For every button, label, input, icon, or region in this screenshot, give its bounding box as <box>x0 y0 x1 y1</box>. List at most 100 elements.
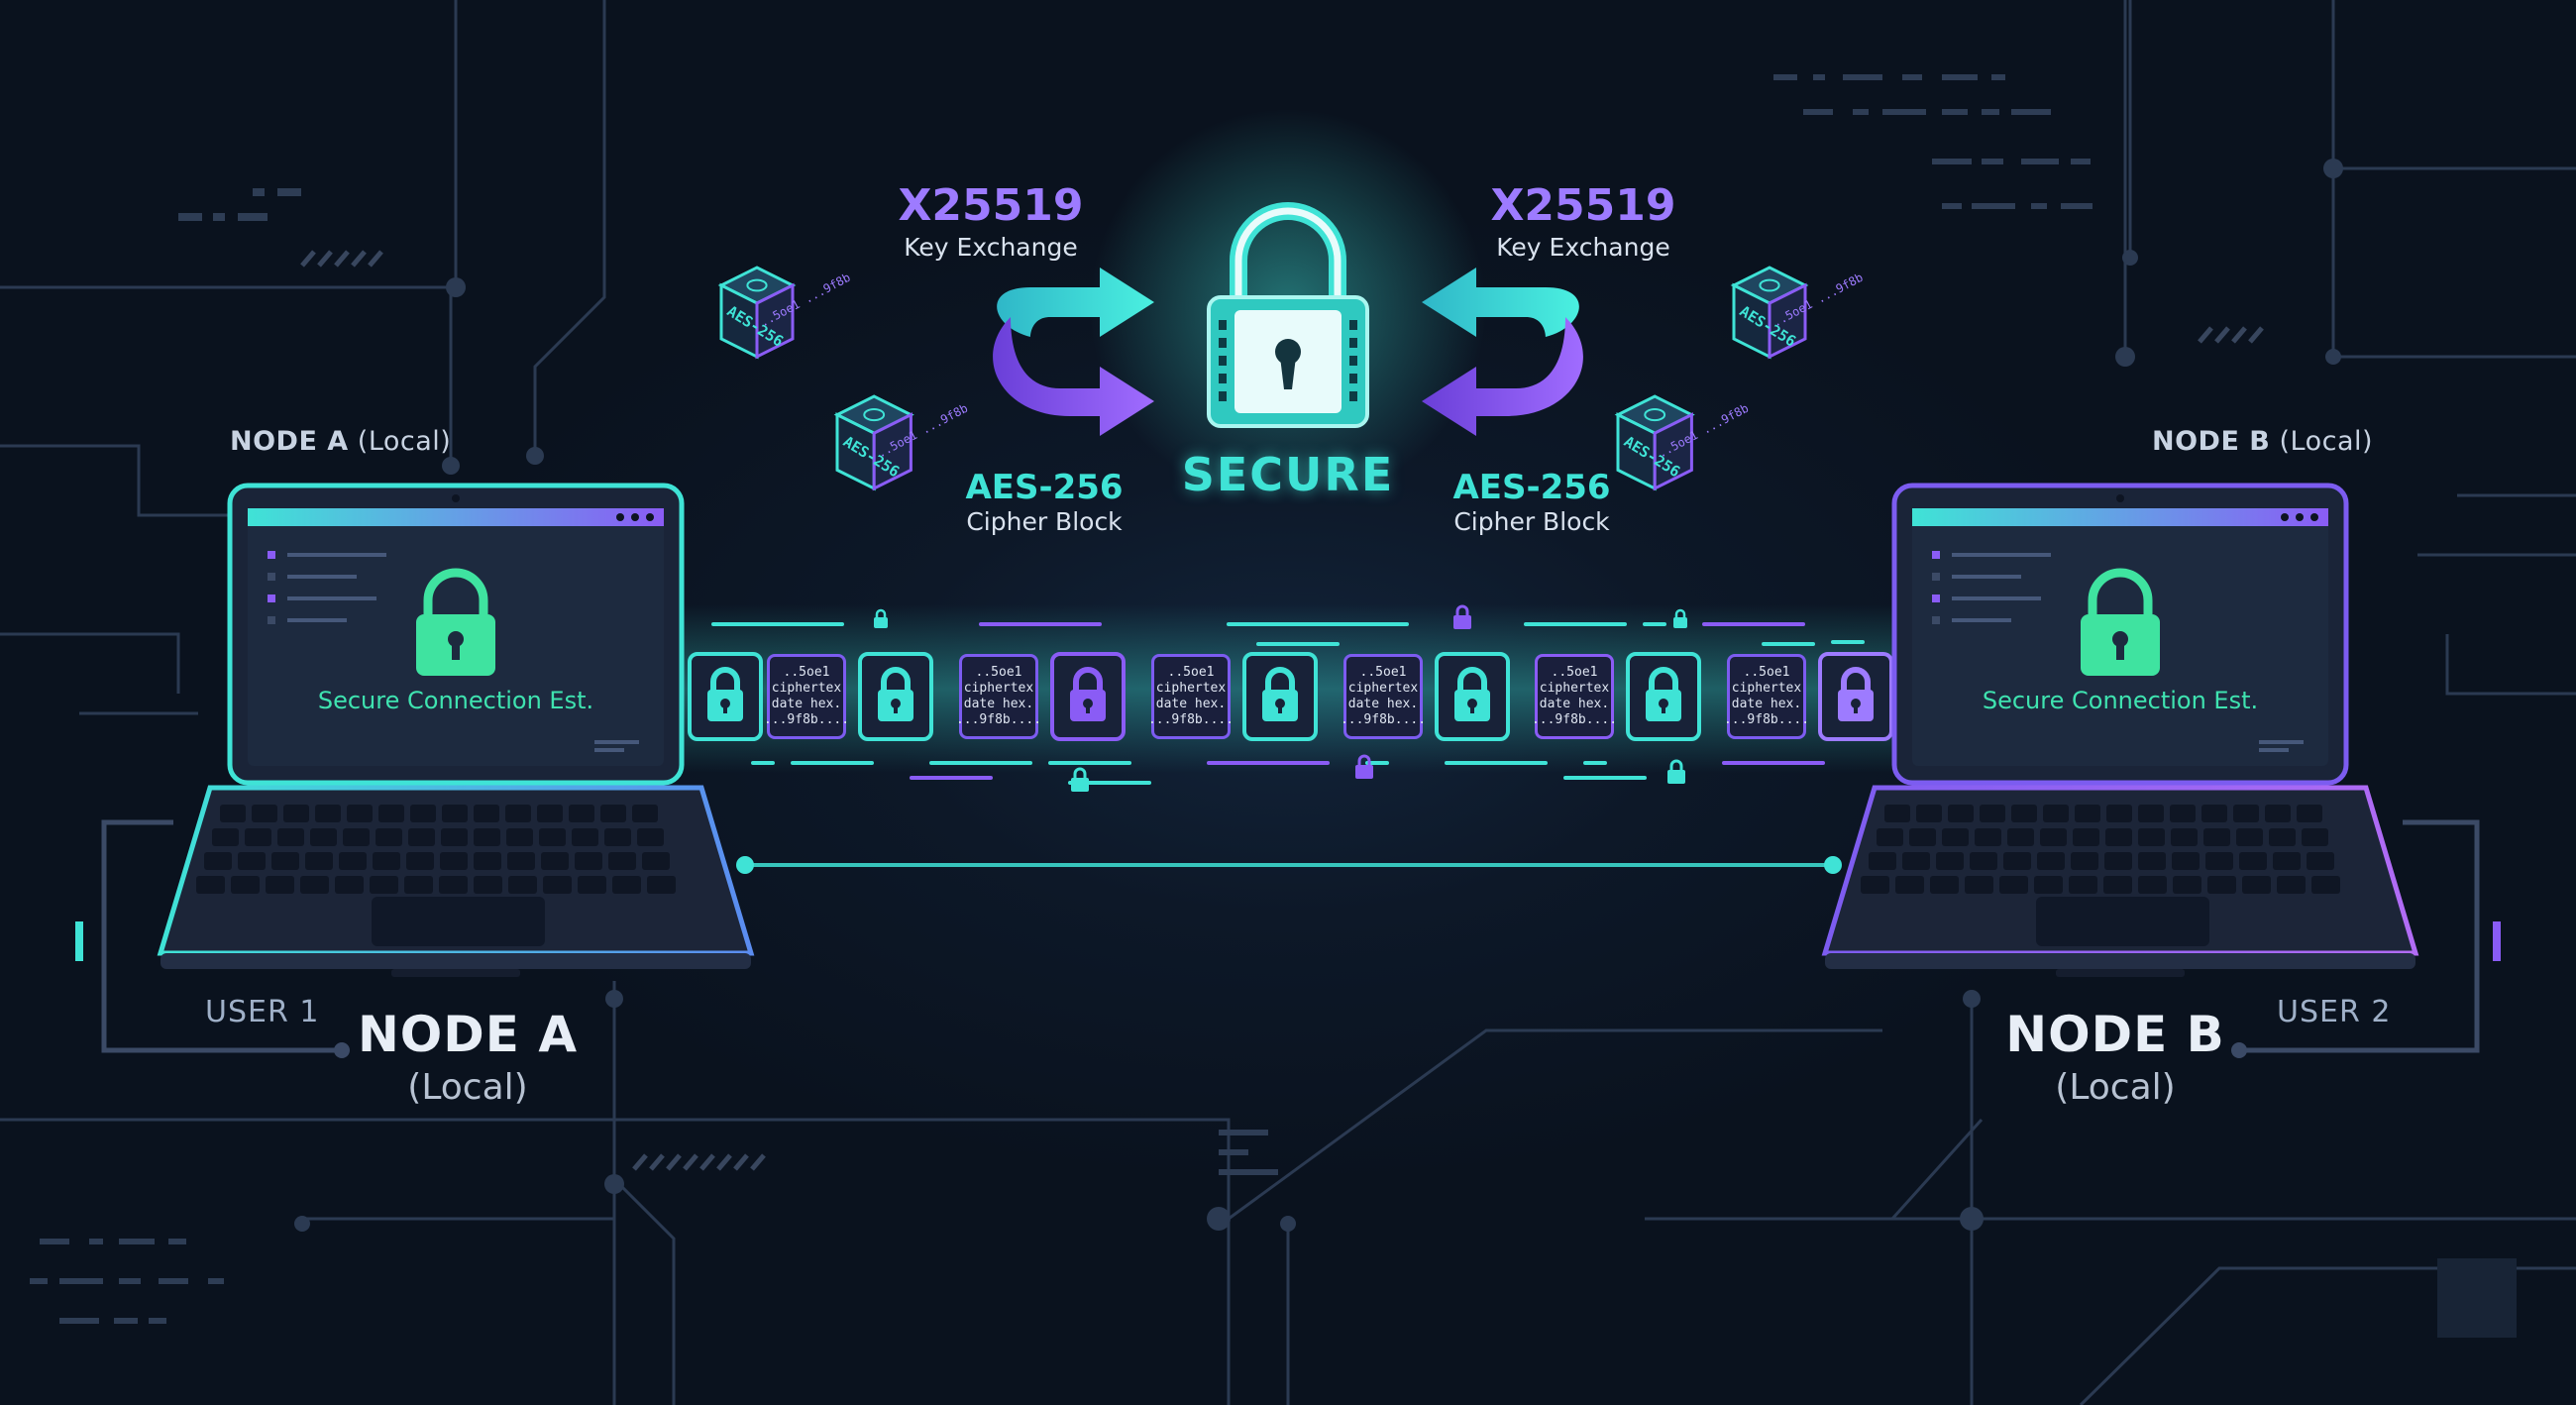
cipher-text-line: ciphertex <box>1731 681 1802 696</box>
key-exchange-right-protocol: X25519 <box>1490 180 1676 231</box>
keyboard-key <box>440 852 468 870</box>
keyboard-key <box>271 852 299 870</box>
secure-status-label: SECURE <box>1181 448 1395 501</box>
node-b-screen-message: Secure Connection Est. <box>1982 687 2259 714</box>
stream-lock-block <box>1626 652 1701 741</box>
keyboard-key <box>204 852 232 870</box>
stream-lock-block <box>688 652 763 741</box>
cipher-right-protocol: AES-256 <box>1452 468 1611 507</box>
hatch-accents <box>300 250 2264 1171</box>
node-b-suffix: (Local) <box>2055 1067 2176 1108</box>
keyboard-key <box>2233 805 2259 822</box>
keyboard-key <box>1930 876 1959 894</box>
stream-lock-block <box>1435 652 1510 741</box>
keyboard-key <box>305 852 333 870</box>
keyboard-key <box>2011 805 2037 822</box>
keyboard-key <box>2138 852 2166 870</box>
data-dust <box>30 74 2517 1338</box>
keyboard-key <box>508 876 537 894</box>
aes-cube-icon: AES-256..5oe1 ...9f8b <box>717 266 853 360</box>
central-padlock-icon <box>1207 202 1369 428</box>
keyboard-key <box>2172 852 2200 870</box>
mini-lock-icon <box>1673 608 1687 628</box>
keyboard-key <box>196 876 225 894</box>
keyboard-key <box>2138 805 2164 822</box>
keyboard-key <box>2236 828 2263 846</box>
laptop-node-b <box>1821 483 2501 1058</box>
cipher-text-line: ...9f8b.... <box>1531 712 1618 727</box>
keyboard-key <box>335 876 364 894</box>
keyboard-key <box>408 828 435 846</box>
keyboard-key <box>1861 876 1889 894</box>
keyboard-key <box>2297 805 2322 822</box>
keyboard-key <box>1965 876 1993 894</box>
keyboard-key <box>347 805 373 822</box>
keyboard-key <box>474 805 499 822</box>
keyboard-key <box>231 876 260 894</box>
cipher-text-line: date hex. <box>1155 697 1227 711</box>
key-exchange-left-caption: Key Exchange <box>904 233 1078 262</box>
keyboard-key <box>539 828 566 846</box>
keyboard-key <box>245 828 271 846</box>
cipher-text-line: date hex. <box>1539 697 1610 711</box>
user-1-label: USER 1 <box>205 995 320 1029</box>
key-exchange-arrows-left <box>993 268 1154 436</box>
mini-lock-icons <box>874 604 1687 792</box>
keyboard-key <box>2239 852 2267 870</box>
keyboard-key <box>277 828 304 846</box>
stream-lock-block <box>1818 652 1893 741</box>
keyboard-key <box>1999 876 2028 894</box>
keyboard-key <box>1895 876 1924 894</box>
stream-lock-block <box>858 652 933 741</box>
keyboard-key <box>2138 828 2165 846</box>
node-a-screen-message: Secure Connection Est. <box>317 687 594 714</box>
node-b-top-label: NODE B (Local) <box>2152 426 2374 457</box>
cipher-text-line: ciphertex <box>963 681 1034 696</box>
keyboard-key <box>637 828 664 846</box>
keyboard-key <box>2075 805 2100 822</box>
keyboard-key <box>543 876 572 894</box>
keyboard-key <box>1909 828 1936 846</box>
cipher-left-protocol: AES-256 <box>965 468 1124 507</box>
cipher-text-line: ...9f8b.... <box>763 712 850 727</box>
keyboard-key <box>578 876 606 894</box>
keyboard-key <box>442 805 468 822</box>
keyboard-key <box>410 805 436 822</box>
key-exchange-arrows-right <box>1422 268 1583 436</box>
keyboard-key <box>2201 805 2227 822</box>
keyboard-key <box>1970 852 1997 870</box>
screen-lock-icon-b <box>2081 568 2160 676</box>
keyboard-key <box>612 876 641 894</box>
keyboard-key <box>2138 876 2167 894</box>
keyboard-key <box>2302 828 2328 846</box>
node-b-name: NODE B <box>2005 1006 2225 1063</box>
keyboard-key <box>266 876 294 894</box>
cipher-text-line: ..5oe1 <box>1167 665 1215 680</box>
keyboard-key <box>2269 828 2296 846</box>
keyboard-key <box>406 852 434 870</box>
keyboard-key <box>2069 876 2097 894</box>
keyboard-key <box>2307 852 2334 870</box>
mini-lock-icon <box>1667 759 1685 784</box>
keyboard-key <box>600 805 626 822</box>
mini-lock-icon <box>1355 754 1373 779</box>
keyboard-key <box>2170 805 2196 822</box>
mini-lock-icon <box>1071 767 1089 792</box>
keyboard-key <box>608 852 636 870</box>
keyboard-key <box>506 828 533 846</box>
node-a-name: NODE A <box>357 1006 579 1063</box>
cipher-text-line: date hex. <box>1731 697 1802 711</box>
keyboard-key <box>2277 876 2306 894</box>
key-exchange-left-protocol: X25519 <box>898 180 1084 231</box>
keyboard-key <box>2273 852 2301 870</box>
cipher-text-line: ...9f8b.... <box>1340 712 1427 727</box>
keyboard-key <box>378 805 404 822</box>
keyboard-key <box>283 805 309 822</box>
keyboard-key <box>2171 828 2198 846</box>
screen-sidebar-lines <box>1932 551 2304 752</box>
user-2-label: USER 2 <box>2277 995 2392 1029</box>
